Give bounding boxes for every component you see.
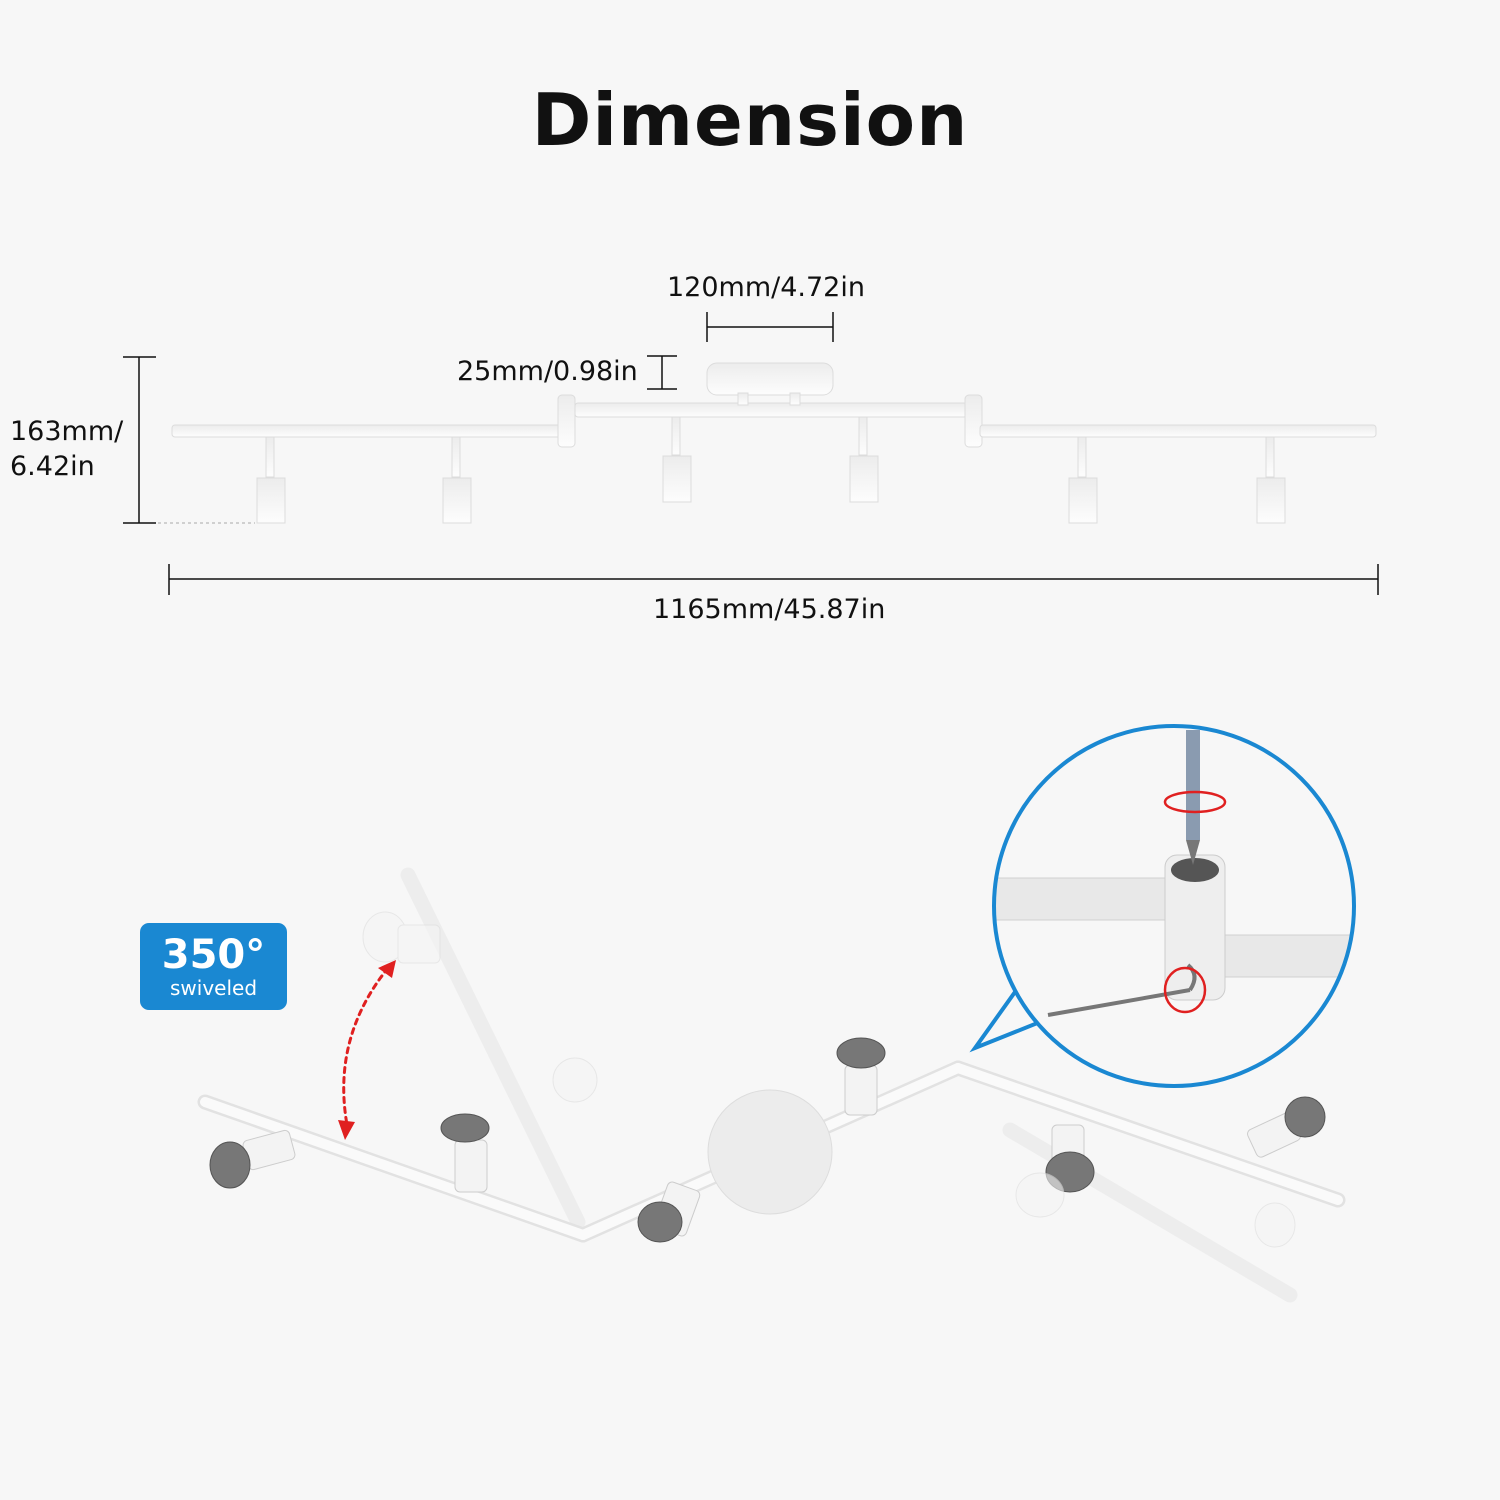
dimension-lines <box>123 312 1379 595</box>
front-view-fixture <box>171 362 1377 524</box>
height-label-line1: 163mm/ <box>10 416 124 447</box>
height-label-line2: 6.42in <box>10 451 95 482</box>
swivel-badge: 350° swiveled <box>140 923 287 1010</box>
total-length-label: 1165mm/45.87in <box>653 594 886 625</box>
canopy-height-label: 25mm/0.98in <box>457 356 638 387</box>
page-title: Dimension <box>531 78 969 162</box>
detail-callout <box>969 724 1356 1088</box>
swivel-label: swiveled <box>169 976 258 1000</box>
swivel-angle: 350° <box>161 932 266 978</box>
canopy-width-label: 120mm/4.72in <box>667 272 865 303</box>
angled-fixture <box>197 867 1346 1303</box>
